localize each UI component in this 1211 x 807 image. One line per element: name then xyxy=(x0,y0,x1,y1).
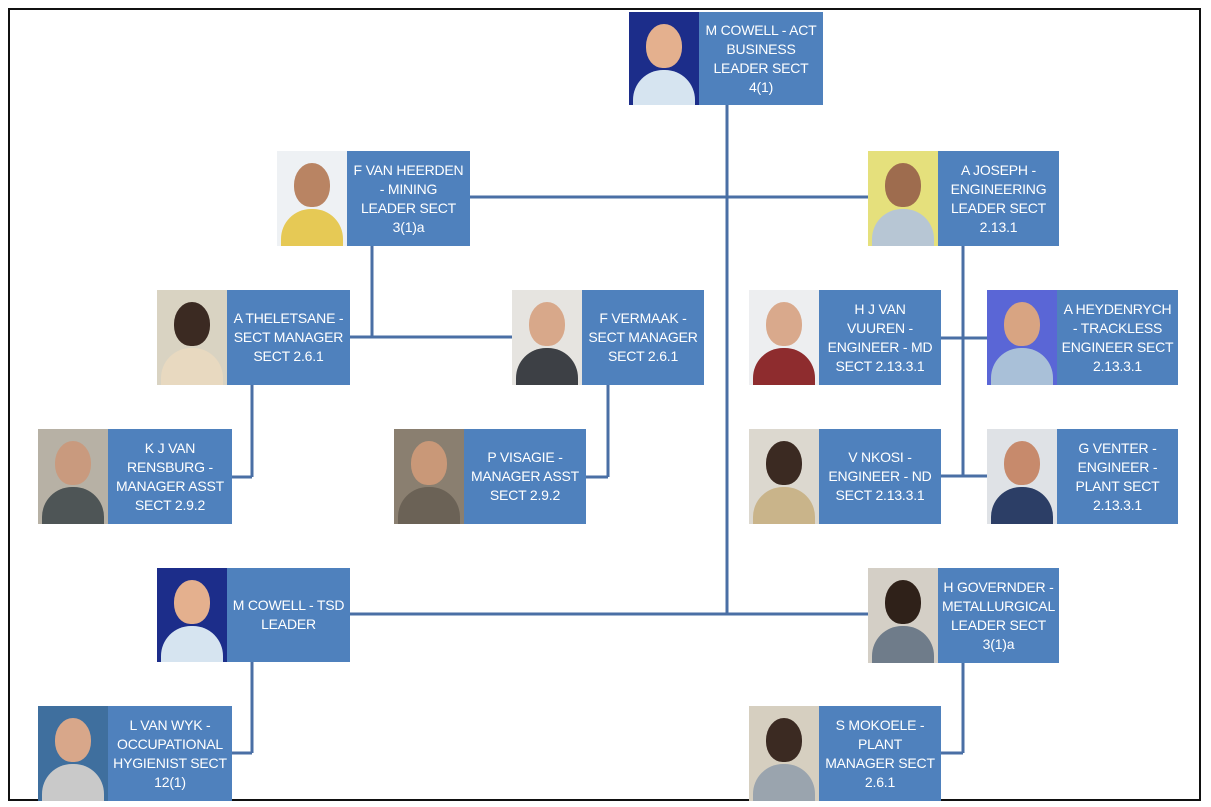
org-node-joseph: A JOSEPH - ENGINEERING LEADER SECT 2.13.… xyxy=(868,151,1059,246)
org-node-van-wyk: L VAN WYK - OCCUPATIONAL HYGIENIST SECT … xyxy=(38,706,232,801)
person-photo xyxy=(629,12,699,105)
person-photo xyxy=(987,429,1057,524)
person-photo xyxy=(987,290,1057,385)
org-node-van-vuuren: H J VAN VUUREN - ENGINEER - MD SECT 2.13… xyxy=(749,290,941,385)
person-photo xyxy=(38,429,108,524)
person-label: L VAN WYK - OCCUPATIONAL HYGIENIST SECT … xyxy=(108,706,232,801)
person-photo xyxy=(749,429,819,524)
person-label: H GOVERNDER - METALLURGICAL LEADER SECT … xyxy=(938,568,1059,663)
person-label: F VAN HEERDEN - MINING LEADER SECT 3(1)a xyxy=(347,151,470,246)
person-photo xyxy=(749,290,819,385)
person-photo xyxy=(868,568,938,663)
org-node-venter: G VENTER - ENGINEER - PLANT SECT 2.13.3.… xyxy=(987,429,1178,524)
person-label: M COWELL - TSD LEADER xyxy=(227,568,350,662)
person-photo xyxy=(157,568,227,662)
person-label: A THELETSANE - SECT MANAGER SECT 2.6.1 xyxy=(227,290,350,385)
org-node-van-heerden: F VAN HEERDEN - MINING LEADER SECT 3(1)a xyxy=(277,151,470,246)
person-label: K J VAN RENSBURG - MANAGER ASST SECT 2.9… xyxy=(108,429,232,524)
person-label: V NKOSI - ENGINEER - ND SECT 2.13.3.1 xyxy=(819,429,941,524)
person-label: P VISAGIE - MANAGER ASST SECT 2.9.2 xyxy=(464,429,586,524)
person-photo xyxy=(277,151,347,246)
person-label: M COWELL - ACT BUSINESS LEADER SECT 4(1) xyxy=(699,12,823,105)
org-node-cowell-act: M COWELL - ACT BUSINESS LEADER SECT 4(1) xyxy=(629,12,823,105)
org-node-heydenrych: A HEYDENRYCH - TRACKLESS ENGINEER SECT 2… xyxy=(987,290,1178,385)
org-node-nkosi: V NKOSI - ENGINEER - ND SECT 2.13.3.1 xyxy=(749,429,941,524)
person-label: H J VAN VUUREN - ENGINEER - MD SECT 2.13… xyxy=(819,290,941,385)
org-node-governder: H GOVERNDER - METALLURGICAL LEADER SECT … xyxy=(868,568,1059,663)
person-photo xyxy=(749,706,819,801)
org-node-cowell-tsd: M COWELL - TSD LEADER xyxy=(157,568,350,662)
person-photo xyxy=(38,706,108,801)
person-label: G VENTER - ENGINEER - PLANT SECT 2.13.3.… xyxy=(1057,429,1178,524)
org-node-van-rensburg: K J VAN RENSBURG - MANAGER ASST SECT 2.9… xyxy=(38,429,232,524)
person-label: F VERMAAK - SECT MANAGER SECT 2.6.1 xyxy=(582,290,704,385)
person-label: A HEYDENRYCH - TRACKLESS ENGINEER SECT 2… xyxy=(1057,290,1178,385)
org-node-theletsane: A THELETSANE - SECT MANAGER SECT 2.6.1 xyxy=(157,290,350,385)
person-label: A JOSEPH - ENGINEERING LEADER SECT 2.13.… xyxy=(938,151,1059,246)
person-photo xyxy=(868,151,938,246)
person-photo xyxy=(512,290,582,385)
org-node-mokoele: S MOKOELE - PLANT MANAGER SECT 2.6.1 xyxy=(749,706,941,801)
org-node-vermaak: F VERMAAK - SECT MANAGER SECT 2.6.1 xyxy=(512,290,704,385)
person-photo xyxy=(394,429,464,524)
org-node-visagie: P VISAGIE - MANAGER ASST SECT 2.9.2 xyxy=(394,429,586,524)
person-photo xyxy=(157,290,227,385)
person-label: S MOKOELE - PLANT MANAGER SECT 2.6.1 xyxy=(819,706,941,801)
org-chart-frame xyxy=(8,8,1201,801)
